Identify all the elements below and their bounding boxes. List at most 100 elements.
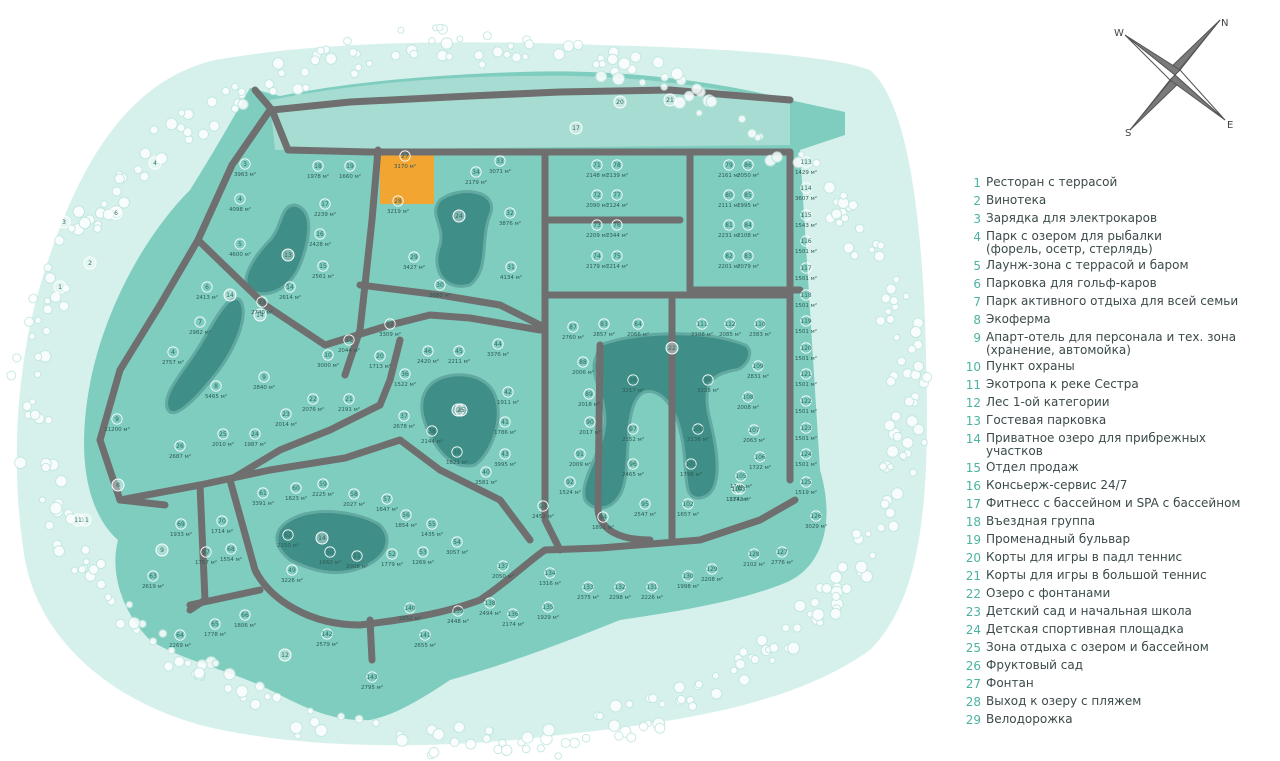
- feature-marker[interactable]: 8: [111, 478, 125, 492]
- feature-marker[interactable]: 11: [71, 513, 85, 527]
- feature-marker[interactable]: 14: [253, 308, 267, 322]
- feature-marker[interactable]: 20: [613, 95, 627, 109]
- feature-marker[interactable]: 14: [223, 288, 237, 302]
- feature-marker[interactable]: 21: [663, 93, 677, 107]
- feature-marker[interactable]: 17: [569, 121, 583, 135]
- feature-marker[interactable]: 13: [281, 248, 295, 262]
- highlighted-plot-27[interactable]: [380, 150, 434, 204]
- feature-marker[interactable]: 1: [53, 280, 67, 294]
- feature-marker[interactable]: 11: [78, 513, 92, 527]
- feature-marker[interactable]: 14: [451, 403, 465, 417]
- feature-marker[interactable]: 22: [665, 341, 679, 355]
- feature-marker[interactable]: 24: [452, 209, 466, 223]
- feature-marker[interactable]: 4: [148, 156, 162, 170]
